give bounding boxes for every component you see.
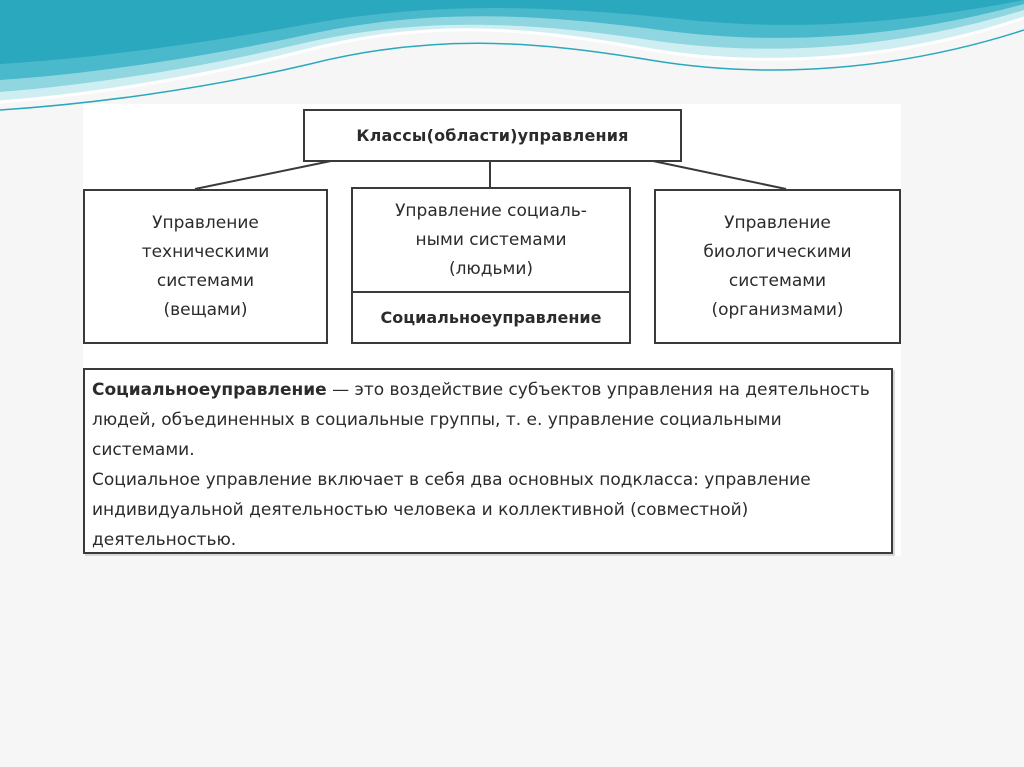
node-biological-line: (организмами) xyxy=(711,299,844,320)
node-social-line: Управление социаль- xyxy=(395,200,587,221)
definition-term: Социальноеуправление xyxy=(92,380,327,400)
node-technical-line: Управление xyxy=(152,212,259,233)
connector-root-left xyxy=(194,160,332,190)
node-technical-line: (вещами) xyxy=(163,299,248,320)
node-social-line: ными системами xyxy=(415,229,567,250)
root-node-label: Классы(области)управления xyxy=(356,126,629,145)
node-social-line: (людьми) xyxy=(448,258,534,279)
definition-subclasses: Социальное управление включает в себя дв… xyxy=(92,470,811,550)
node-social-management-label: Социальноеуправление xyxy=(380,308,602,327)
definition-box: Социальноеуправление — это воздействие с… xyxy=(83,368,893,554)
node-technical-systems: Управление техническими системами (вещам… xyxy=(83,189,328,344)
definition-paragraph: Социальноеуправление — это воздействие с… xyxy=(92,375,884,465)
node-technical-line: системами xyxy=(156,270,255,291)
node-biological-systems: Управление биологическими системами (орг… xyxy=(654,189,901,344)
root-node: Классы(области)управления xyxy=(303,109,682,162)
node-social-upper: Управление социаль- ными системами (людь… xyxy=(353,189,629,293)
decorative-wave-header xyxy=(0,0,1024,111)
node-biological-line: системами xyxy=(728,270,827,291)
connector-lines xyxy=(194,160,787,190)
node-biological-line: Управление xyxy=(724,212,831,233)
node-social-management: Социальноеуправление xyxy=(353,293,629,342)
definition-text: — это воздействие субъектов управления н… xyxy=(92,380,870,460)
connector-root-right xyxy=(652,160,787,190)
diagram-panel: Классы(области)управления Управление тех… xyxy=(83,104,901,556)
node-social-systems: Управление социаль- ными системами (людь… xyxy=(351,187,631,344)
node-technical-line: техническими xyxy=(141,241,270,262)
node-biological-line: биологическими xyxy=(703,241,852,262)
